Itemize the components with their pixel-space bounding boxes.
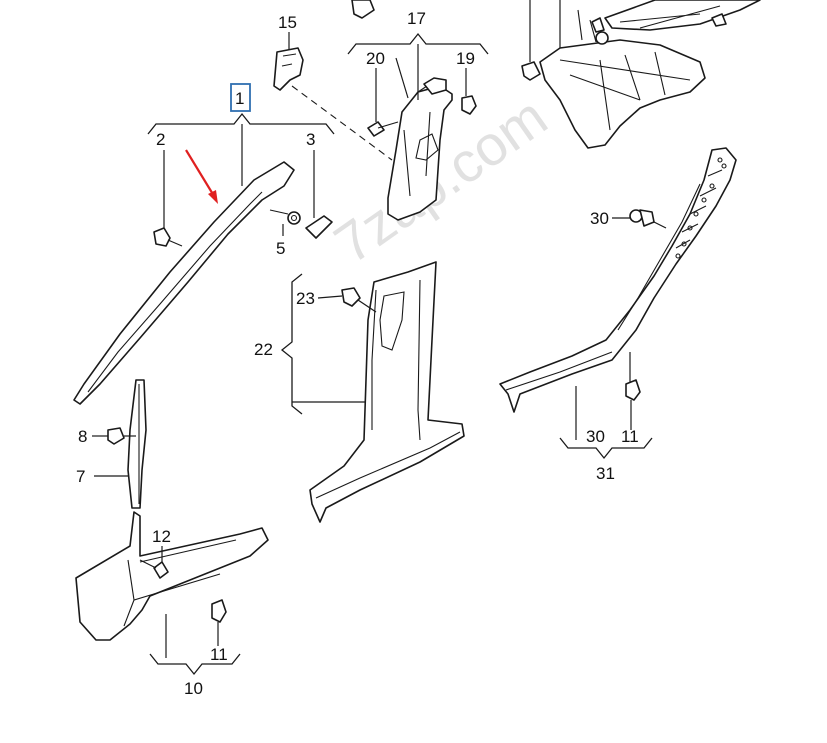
callout-17: 17 [407, 9, 426, 28]
callout-31: 31 [596, 464, 615, 483]
clip-2[interactable] [153, 227, 183, 247]
bolt-5[interactable] [269, 209, 301, 225]
callout-8: 8 [78, 427, 87, 446]
callout-5: 5 [276, 239, 285, 258]
b-pillar-upper-trim-17[interactable] [387, 77, 453, 221]
callout-20: 20 [366, 49, 385, 68]
upper-clip-left[interactable] [521, 0, 561, 81]
callout-2: 2 [156, 130, 165, 149]
callout-11-rear: 11 [621, 427, 639, 446]
callout-19: 19 [456, 49, 475, 68]
a-pillar-trim-part[interactable] [73, 161, 295, 405]
callout-12: 12 [152, 527, 171, 546]
callout-11-front: 11 [210, 645, 228, 664]
rear-sill-trim-31[interactable] [499, 147, 737, 413]
upper-rear-trim-part[interactable] [539, 0, 761, 149]
callout-10: 10 [184, 679, 203, 698]
cap-3[interactable] [305, 215, 333, 239]
clip-11-front[interactable] [211, 599, 227, 623]
highlight-arrow [185, 149, 218, 204]
callout-1: 1 [235, 89, 244, 108]
bracket-15-part[interactable] [273, 47, 304, 91]
upper-clip-right[interactable] [591, 13, 727, 45]
callout-22: 22 [254, 340, 273, 359]
clip-19[interactable] [461, 95, 477, 115]
clip-30-upper[interactable] [629, 209, 655, 227]
callout-30-lower: 30 [586, 427, 605, 446]
clip-8[interactable] [107, 427, 125, 445]
callout-1-highlight-box [230, 83, 251, 112]
upper-fastener[interactable] [351, 0, 375, 19]
sill-trim-front-10[interactable] [75, 511, 269, 641]
screw-20[interactable] [367, 121, 399, 137]
strip-7-part[interactable] [127, 379, 147, 509]
callout-7: 7 [76, 467, 85, 486]
callout-15: 15 [278, 13, 297, 32]
callout-23: 23 [296, 289, 315, 308]
b-pillar-lower-trim-22[interactable] [309, 261, 465, 523]
clip-23[interactable] [341, 287, 361, 307]
callout-3: 3 [306, 130, 315, 149]
callout-30-upper: 30 [590, 209, 609, 228]
clip-11-rear[interactable] [625, 379, 641, 401]
screw-12[interactable] [139, 559, 169, 579]
